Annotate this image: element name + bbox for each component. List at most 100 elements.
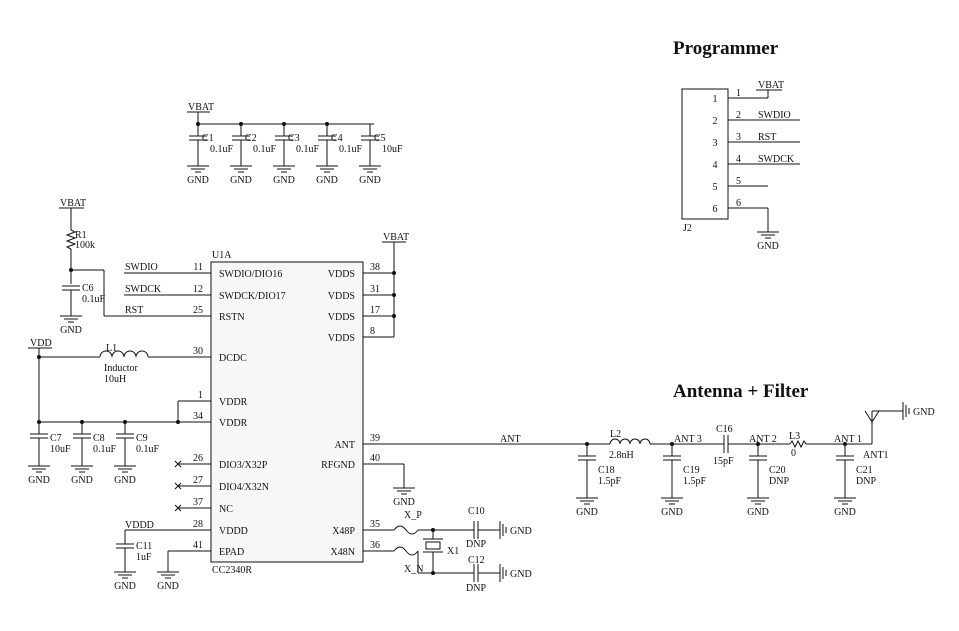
gnd-epad: GND [157, 571, 179, 592]
j2-pin-2-number: 2 [713, 116, 718, 127]
l1-value: 10uH [104, 374, 126, 385]
c18-value: 1.5pF [598, 476, 622, 487]
gnd-label: GND [359, 175, 381, 186]
cc2340r-chip [210, 261, 364, 563]
c11-capacitor [116, 543, 134, 572]
j2-pin-5-num: 5 [736, 176, 741, 187]
capacitor-c3 [275, 124, 293, 166]
gnd-c9: GND [114, 465, 136, 486]
chip-pin-num: 27 [193, 475, 203, 486]
capacitor-c2 [232, 124, 250, 166]
gnd-label: GND [28, 475, 50, 486]
chip-pin-name: VDDD [219, 526, 248, 537]
gnd-c4: GND [316, 165, 338, 186]
chip-part: CC2340R [212, 565, 252, 576]
hgnd-ant: GND [902, 402, 935, 420]
chip-pin-num: 26 [193, 453, 203, 464]
gnd-label: GND [187, 175, 209, 186]
gnd-label: GND [157, 581, 179, 592]
gnd-j2: GND [757, 231, 779, 252]
c12-ref: C12 [468, 555, 485, 566]
gnd-c6: GND [60, 315, 82, 336]
chip-pin-num: 39 [370, 433, 380, 444]
gnd-label: GND [834, 507, 856, 518]
chip-pin-name: VDDS [328, 269, 355, 280]
chip-pin-name: VDDS [328, 291, 355, 302]
j2-pin-4-label: SWDCK [758, 154, 795, 165]
c21-ref: C21 [856, 465, 873, 476]
j2-pin-3-num: 3 [736, 132, 741, 143]
gnd-label: GND [661, 507, 683, 518]
r1-value: 100k [75, 240, 95, 251]
chip-pin-name: SWDIO/DIO16 [219, 269, 282, 280]
l1-ref: L1 [106, 343, 117, 354]
chip-pin-num: 37 [193, 497, 203, 508]
gnd-label: GND [114, 581, 136, 592]
gnd-label: GND [913, 407, 935, 418]
ant3-label: ANT 3 [674, 434, 702, 445]
capacitor-c5 [361, 124, 379, 166]
gnd-c8: GND [71, 465, 93, 486]
gnd-label: GND [230, 175, 252, 186]
programmer-title: Programmer [673, 38, 779, 59]
chip-pin-num: 36 [370, 540, 380, 551]
c10-capacitor [466, 521, 500, 539]
l3-value: 0 [791, 448, 796, 459]
chip-pin-num: 28 [193, 519, 203, 530]
gnd-c19: GND [661, 497, 683, 518]
antenna-symbol [864, 410, 903, 444]
j2-pin-3-label: RST [758, 132, 776, 143]
capacitor-c19 [663, 444, 681, 498]
l1-inductor-symbol [99, 350, 149, 358]
swdck-net-label: SWDCK [125, 284, 162, 295]
chip-pin-num: 38 [370, 262, 380, 273]
x1-ref: X1 [447, 546, 459, 557]
chip-pin-num: 1 [198, 390, 203, 401]
c4-ref: C4 [331, 133, 343, 144]
hgnd-c12: GND [499, 564, 532, 582]
gnd-c5: GND [359, 165, 381, 186]
c7-value: 10uF [50, 444, 71, 455]
l3-ref: L3 [789, 431, 800, 442]
c10-ref: C10 [468, 506, 485, 517]
c16-ref: C16 [716, 424, 733, 435]
chip-pin-name: RFGND [321, 460, 355, 471]
chip-pin-name: VDDR [219, 397, 248, 408]
c3-value: 0.1uF [296, 144, 320, 155]
c5-value: 10uF [382, 144, 403, 155]
j2-ref: J2 [683, 223, 692, 234]
c19-ref: C19 [683, 465, 700, 476]
c19-value: 1.5pF [683, 476, 707, 487]
c12-dnp: DNP [466, 583, 486, 594]
c2-ref: C2 [245, 133, 257, 144]
gnd-c11: GND [114, 571, 136, 592]
j2-pin-2-label: SWDIO [758, 110, 791, 121]
c1-value: 0.1uF [210, 144, 234, 155]
gnd-c3: GND [273, 165, 295, 186]
chip-pin-name: VDDS [328, 333, 355, 344]
c3-ref: C3 [288, 133, 300, 144]
gnd-label: GND [393, 497, 415, 508]
c8-ref: C8 [93, 433, 105, 444]
gnd-c18: GND [576, 497, 598, 518]
c16-capacitor [723, 435, 729, 453]
vbat-label-vdds: VBAT [383, 232, 409, 243]
j2-pin-6-num: 6 [736, 198, 741, 209]
chip-pin-num: 41 [193, 540, 203, 551]
c9-ref: C9 [136, 433, 148, 444]
chip-pin-num: 35 [370, 519, 380, 530]
gnd-label: GND [114, 475, 136, 486]
j2-pin-1-number: 1 [713, 94, 718, 105]
ant2-label: ANT 2 [749, 434, 777, 445]
c6-value: 0.1uF [82, 294, 106, 305]
l3-resistor-symbol [789, 439, 807, 449]
gnd-label: GND [60, 325, 82, 336]
c5-ref: C5 [374, 133, 386, 144]
j2-pin-3-number: 3 [713, 138, 718, 149]
chip-pin-name: RSTN [219, 312, 245, 323]
c20-value: DNP [769, 476, 789, 487]
nc-markers [174, 460, 211, 512]
gnd-label: GND [510, 526, 532, 537]
vddd-label: VDDD [125, 520, 154, 531]
chip-pin-num: 40 [370, 453, 380, 464]
